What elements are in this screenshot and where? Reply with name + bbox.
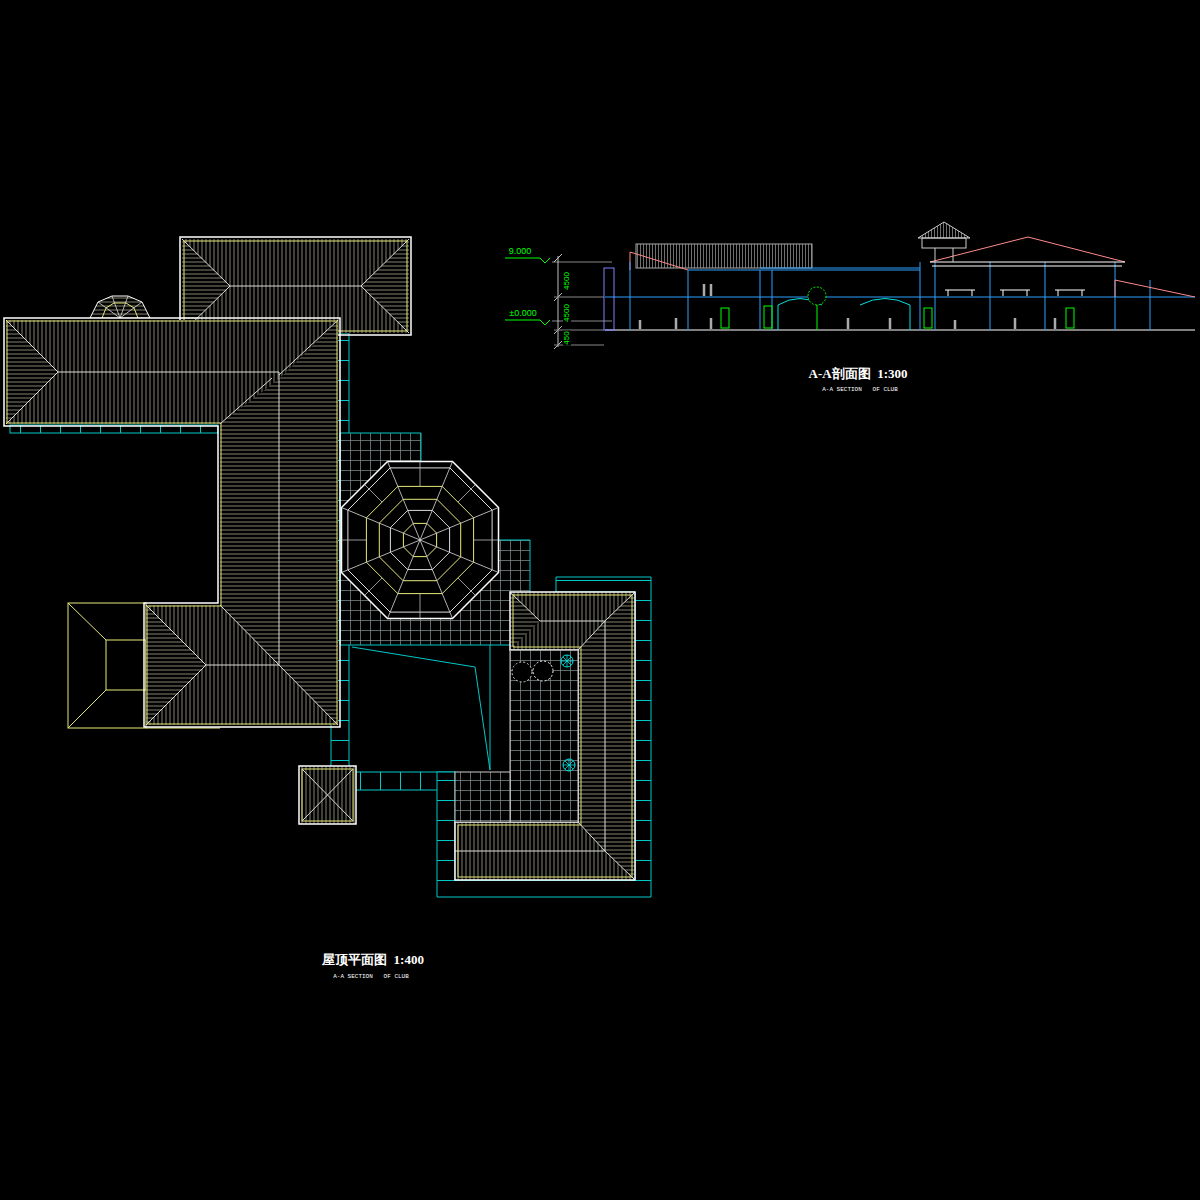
section-building-part (1115, 280, 1195, 297)
main-l-roof-part (7, 321, 337, 724)
section-building-part (1066, 308, 1074, 328)
level-marks-part (554, 254, 562, 349)
section-building-part (630, 252, 688, 270)
right-wing-roof-part (458, 595, 632, 877)
section-building-part (808, 287, 826, 305)
courtyard-part (510, 650, 578, 822)
left-annex-part (106, 640, 146, 690)
section-building-part (945, 290, 1085, 296)
section-building-part (640, 284, 1055, 329)
right-wing-roof-part (455, 592, 635, 880)
level-marks-part (554, 297, 604, 345)
section-building-part (930, 237, 1125, 262)
top-right-roof-part (361, 239, 409, 333)
small-square-roof (299, 766, 356, 824)
section-building-part (918, 222, 970, 238)
main-l-roof (4, 318, 340, 727)
small-dome-part (90, 296, 150, 318)
octagon-pavilion (342, 462, 499, 619)
dimension: 4500 (563, 271, 571, 291)
section-building-part (605, 297, 1195, 298)
level-marks (505, 254, 612, 349)
right-wing-roof-part (455, 592, 635, 880)
octagon-pavilion-part (342, 462, 499, 619)
section-building-part (605, 330, 1195, 331)
courtyard-part (533, 661, 553, 681)
right-wing-roof-part (455, 592, 635, 880)
section-building-part (817, 305, 818, 330)
drawing-title: 屋顶平面图 1:400 (321, 953, 425, 966)
main-l-roof-part (6, 320, 338, 725)
right-wing-roof (455, 592, 635, 880)
courtyard-part (512, 662, 532, 682)
small-square-roof-part (302, 769, 353, 821)
drawing-subtitle: A-A SECTION OF CLUB (332, 974, 410, 980)
level-marks-part (552, 262, 612, 321)
courtyard-part (563, 759, 575, 771)
octagon-pavilion-part (342, 462, 499, 619)
main-l-roof-part (4, 318, 340, 727)
small-dome (90, 296, 150, 318)
section-building-part (922, 238, 966, 248)
section-building-part (688, 268, 920, 270)
section-building-part (721, 308, 729, 328)
top-right-roof-part (182, 239, 409, 333)
paved-plaza (340, 433, 530, 770)
section-building-part (604, 268, 614, 330)
section-building-part (764, 306, 772, 328)
level-mark: ±0.000 (508, 309, 537, 318)
section-building-part (636, 244, 812, 268)
section-building (604, 222, 1195, 330)
courtyard-part (561, 655, 573, 667)
top-right-roof-part (182, 239, 230, 333)
courtyard-part (561, 655, 573, 667)
courtyard-part (563, 759, 575, 771)
main-l-roof-part (6, 320, 58, 424)
dimension: 450 (563, 330, 571, 345)
paved-plaza-part (352, 645, 490, 770)
drawing-title: A-A剖面图 1:300 (808, 367, 909, 380)
main-l-roof-part (146, 605, 206, 725)
drawing-subtitle: A-A SECTION OF CLUB (821, 387, 899, 393)
section-building-part (924, 308, 932, 328)
small-dome-part (102, 303, 138, 318)
section-building-part (630, 262, 1150, 330)
courtyard-part (455, 772, 510, 822)
dimension: 4500 (563, 303, 571, 323)
section-building-part (930, 262, 1125, 266)
octagon-pavilion-part (342, 462, 499, 619)
small-dome-part (98, 296, 142, 318)
small-square-roof-part (302, 769, 353, 821)
level-marks-part (505, 258, 550, 263)
courtyard (455, 650, 578, 822)
left-annex-part (68, 603, 146, 728)
top-right-roof-part (182, 239, 409, 333)
section-building-part (935, 248, 953, 262)
level-mark: 9.000 (508, 247, 533, 256)
small-square-roof-part (299, 766, 356, 824)
paved-plaza-part (340, 433, 530, 645)
level-marks-part (558, 256, 559, 347)
level-marks-part (505, 320, 550, 325)
right-wing-roof-part (510, 592, 540, 650)
